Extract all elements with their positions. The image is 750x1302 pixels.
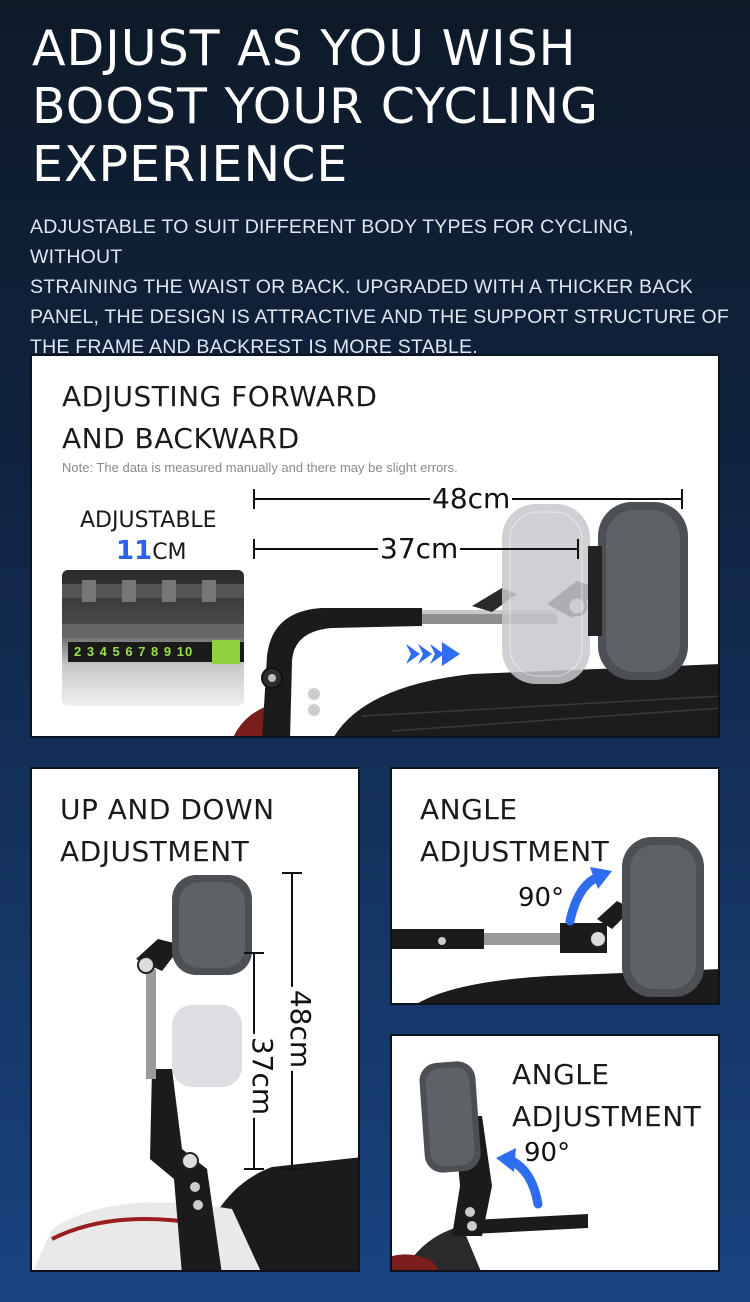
direction-arrows bbox=[406, 642, 460, 666]
angle-1-title-line-2: ADJUSTMENT bbox=[420, 835, 610, 868]
measurement-note: Note: The data is measured manually and … bbox=[62, 460, 458, 475]
dimension-48cm: 48cm bbox=[430, 482, 513, 515]
forward-title-line-2: AND BACKWARD bbox=[62, 422, 300, 455]
adjustable-unit: CM bbox=[152, 540, 187, 565]
up-down-panel: UP AND DOWN ADJUSTMENT 48cm 37cm bbox=[30, 767, 360, 1272]
forward-backward-title: ADJUSTING FORWARD AND BACKWARD bbox=[62, 376, 377, 460]
angle-title-1: ANGLE ADJUSTMENT bbox=[420, 789, 609, 873]
forward-title-line-1: ADJUSTING FORWARD bbox=[62, 380, 378, 413]
headline-line-2: BOOST YOUR CYCLING bbox=[32, 78, 600, 135]
angle-degrees-2: 90° bbox=[524, 1138, 571, 1168]
curved-arrow-icon-2 bbox=[496, 1148, 516, 1172]
tape-measure-graphic bbox=[62, 580, 244, 664]
curved-arrow-icon bbox=[590, 867, 612, 889]
forward-backward-panel: ADJUSTING FORWARD AND BACKWARD Note: The… bbox=[30, 354, 720, 738]
headline-line-3: EXPERIENCE bbox=[32, 136, 349, 193]
intro-line-2: STRAINING THE WAIST OR BACK. UPGRADED WI… bbox=[30, 276, 693, 298]
angle-2-title-line-2: ADJUSTMENT bbox=[512, 1100, 702, 1133]
angle-2-title-line-1: ANGLE bbox=[512, 1058, 610, 1091]
intro-line-4: THE FRAME AND BACKREST IS MORE STABLE. bbox=[30, 336, 478, 358]
adjustable-value: 11CM bbox=[116, 536, 187, 566]
dimension-37cm-vertical: 37cm bbox=[246, 1033, 279, 1119]
dimension-37cm: 37cm bbox=[378, 532, 461, 565]
adjustable-number: 11 bbox=[116, 536, 153, 566]
headline: ADJUST AS YOU WISH BOOST YOUR CYCLING EX… bbox=[32, 20, 722, 194]
intro-paragraph: ADJUSTABLE TO SUIT DIFFERENT BODY TYPES … bbox=[30, 212, 730, 362]
up-down-title-line-2: ADJUSTMENT bbox=[60, 835, 250, 868]
intro-line-3: PANEL, THE DESIGN IS ATTRACTIVE AND THE … bbox=[30, 306, 729, 328]
angle-panel-2: ANGLE ADJUSTMENT 90° bbox=[390, 1034, 720, 1272]
headline-line-1: ADJUST AS YOU WISH bbox=[32, 20, 577, 77]
tape-measure-photo: 2 3 4 5 6 7 8 9 10 bbox=[62, 570, 244, 706]
dimension-48cm-vertical: 48cm bbox=[284, 986, 317, 1072]
angle-illustration-2 bbox=[392, 1061, 588, 1270]
adjustable-label: ADJUSTABLE bbox=[80, 508, 217, 533]
angle-1-title-line-1: ANGLE bbox=[420, 793, 518, 826]
angle-panel-1: ANGLE ADJUSTMENT 90° bbox=[390, 767, 720, 1005]
up-down-illustration bbox=[33, 872, 358, 1270]
angle-degrees-1: 90° bbox=[518, 883, 565, 913]
angle-illustration-1 bbox=[392, 837, 718, 1003]
up-down-title-line-1: UP AND DOWN bbox=[60, 793, 275, 826]
intro-line-1: ADJUSTABLE TO SUIT DIFFERENT BODY TYPES … bbox=[30, 216, 634, 268]
angle-title-2: ANGLE ADJUSTMENT bbox=[512, 1054, 701, 1138]
up-down-title: UP AND DOWN ADJUSTMENT bbox=[60, 789, 275, 873]
ruler-digits: 2 3 4 5 6 7 8 9 10 bbox=[74, 644, 194, 659]
